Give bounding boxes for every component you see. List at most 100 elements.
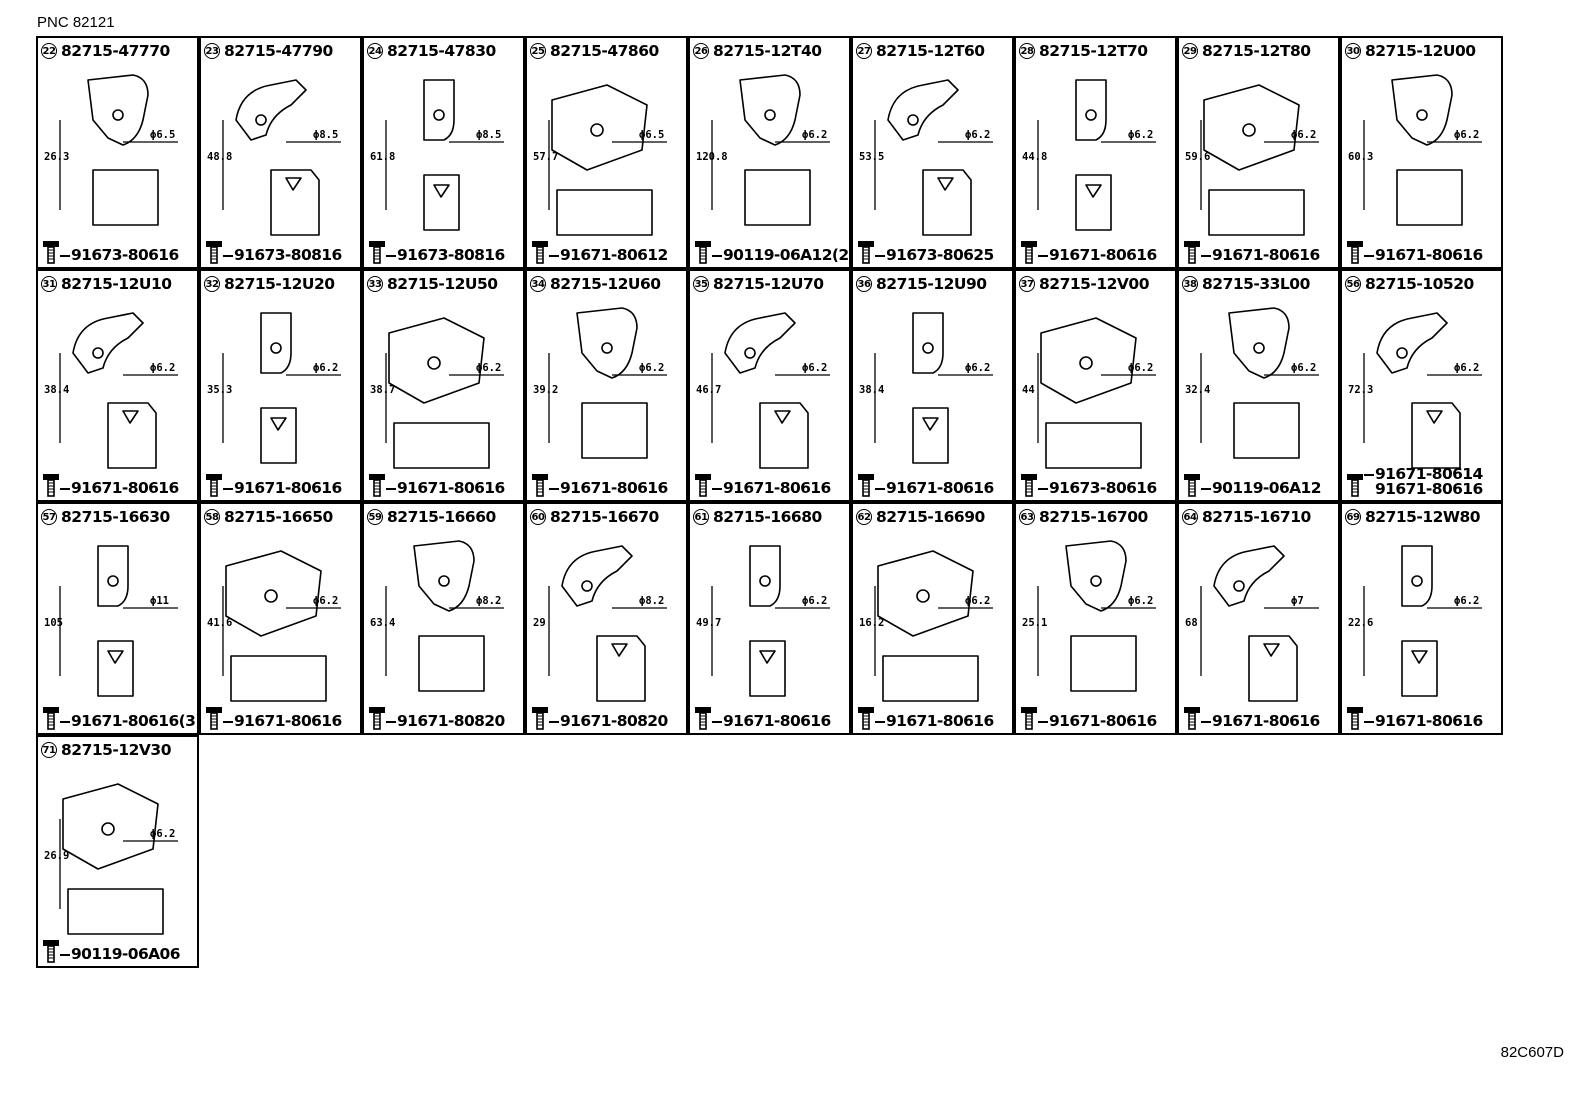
dimension-label: 49.7	[696, 617, 721, 629]
hole-diameter-label: ϕ6.2	[313, 362, 338, 374]
dimension-label: 38.4	[859, 384, 884, 396]
dimension-label: 44	[1022, 384, 1035, 396]
part-drawing: 60.3ϕ6.2	[1348, 74, 1482, 226]
fastener-number: 91671-80616	[1038, 712, 1157, 730]
bolt-icon	[1347, 241, 1363, 264]
bolt-icon	[1184, 474, 1200, 497]
part-number: 82715-12U90	[876, 275, 987, 293]
fastener-part: 91671-80616	[1212, 712, 1320, 730]
hole-diameter-label: ϕ6.2	[639, 362, 664, 374]
dimension-label: 41.6	[207, 617, 232, 629]
hole-diameter-label: ϕ6.5	[639, 129, 664, 141]
part-drawing: 63.4ϕ8.2	[370, 540, 504, 692]
part-drawing: 120.8ϕ6.2	[696, 74, 830, 226]
callout-number: 58	[204, 509, 220, 525]
fastener-number: 91671-80616	[386, 479, 505, 497]
part-number: 82715-12T70	[1039, 42, 1148, 60]
bracket-drawing	[413, 540, 485, 692]
dimension-label: 38.4	[44, 384, 69, 396]
fastener-number: 91671-80616	[1364, 246, 1483, 264]
fastener-part: 91671-80616	[1049, 246, 1157, 264]
bolt-icon	[1347, 474, 1363, 497]
hole-diameter-label: ϕ6.2	[802, 595, 827, 607]
part-drawing: 44.8ϕ6.2	[1022, 79, 1156, 231]
part-number: 82715-12T40	[713, 42, 822, 60]
bolt-icon	[532, 707, 548, 730]
callout-number: 26	[693, 43, 709, 59]
bolt-icon	[858, 474, 874, 497]
fastener-part: 91671-80616	[886, 479, 994, 497]
part-number: 82715-12T60	[876, 42, 985, 60]
part-drawing: 38.4ϕ6.2	[44, 312, 178, 469]
hole-diameter-label: ϕ8.2	[476, 595, 501, 607]
bolt-icon	[858, 707, 874, 730]
part-drawing: 25.1ϕ6.2	[1022, 540, 1156, 692]
part-number: 82715-16630	[61, 508, 170, 526]
fastener-number: 91671-80820	[549, 712, 668, 730]
dimension-label: 57.7	[533, 151, 558, 163]
hole-diameter-label: ϕ6.2	[802, 362, 827, 374]
callout-number: 71	[41, 742, 57, 758]
fastener-part: 91673-80625	[886, 246, 994, 264]
callout-number: 28	[1019, 43, 1035, 59]
part-number: 82715-12U70	[713, 275, 824, 293]
part-drawing: 53.5ϕ6.2	[859, 79, 993, 236]
bracket-drawing	[1391, 74, 1463, 226]
part-number: 82715-47860	[550, 42, 659, 60]
fastener-number: 91671-80616	[1364, 712, 1483, 730]
bracket-drawing	[576, 307, 648, 459]
fastener-number: 91671-80616	[875, 479, 994, 497]
part-number: 82715-33L00	[1202, 275, 1310, 293]
dimension-label: 32.4	[1185, 384, 1210, 396]
bracket-drawing	[260, 312, 297, 464]
part-drawing: 59.6ϕ6.2	[1185, 84, 1319, 236]
fastener-part-2: 91671-80616	[1375, 480, 1483, 498]
bracket-drawing	[1213, 545, 1298, 702]
dimension-label: 48.8	[207, 151, 232, 163]
part-number: 82715-47830	[387, 42, 496, 60]
dimension-label: 72.3	[1348, 384, 1373, 396]
bolt-icon	[43, 241, 59, 264]
bolt-icon	[1021, 474, 1037, 497]
hole-diameter-label: ϕ6.2	[802, 129, 827, 141]
bolt-icon	[369, 241, 385, 264]
bolt-icon	[532, 474, 548, 497]
fastener-number: 90119-06A12	[1201, 479, 1322, 497]
bolt-icon	[858, 241, 874, 264]
fastener-number: 91671-80616	[549, 479, 668, 497]
dimension-label: 68	[1185, 617, 1198, 629]
fastener-part: 91671-80616	[234, 479, 342, 497]
bolt-icon	[1021, 241, 1037, 264]
callout-number: 63	[1019, 509, 1035, 525]
bolt-icon	[695, 707, 711, 730]
callout-number: 59	[367, 509, 383, 525]
fastener-number: 91671-80616(3)	[60, 712, 197, 730]
callout-number: 29	[1182, 43, 1198, 59]
bracket-drawing	[1065, 540, 1137, 692]
dimension-label: 61.8	[370, 151, 395, 163]
bolt-icon	[369, 707, 385, 730]
callout-number: 57	[41, 509, 57, 525]
hole-diameter-label: ϕ6.2	[1291, 362, 1316, 374]
bracket-drawing	[72, 312, 157, 469]
fastener-number: 91671-80616	[1201, 712, 1320, 730]
fastener-part: 91671-80820	[397, 712, 505, 730]
fastener-part: 91671-80616	[723, 712, 831, 730]
